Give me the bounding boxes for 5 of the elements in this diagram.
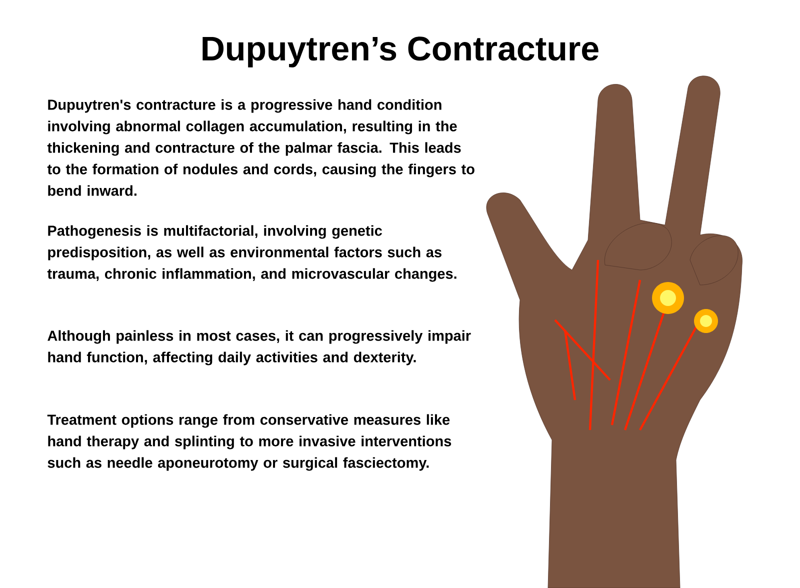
title: Dupuytren’s Contracture <box>202 36 598 68</box>
paragraph: Treatment options range from conservative measures like hand therapy and splinting to more invasive interventions such as needle aponeurotomy or surgical fasciectomy. <box>47 414 452 471</box>
paragraph: Dupuytren's contracture is a progressive hand condition involving abnormal collagen accumulation, resulting in the thickening and contracture of the palmar fascia. This leads to the formation of nodules and cords, causing the fingers to bend inward. <box>47 99 474 196</box>
paragraph: Although painless in most cases, it can progressively impair hand function, affecting daily activities and dexterity. <box>48 330 471 366</box>
paragraph: Pathogenesis is multifactorial, involving genetic predisposition, as well as environmental factors such as trauma, chronic inflammation, and microvascular changes. <box>47 225 456 282</box>
